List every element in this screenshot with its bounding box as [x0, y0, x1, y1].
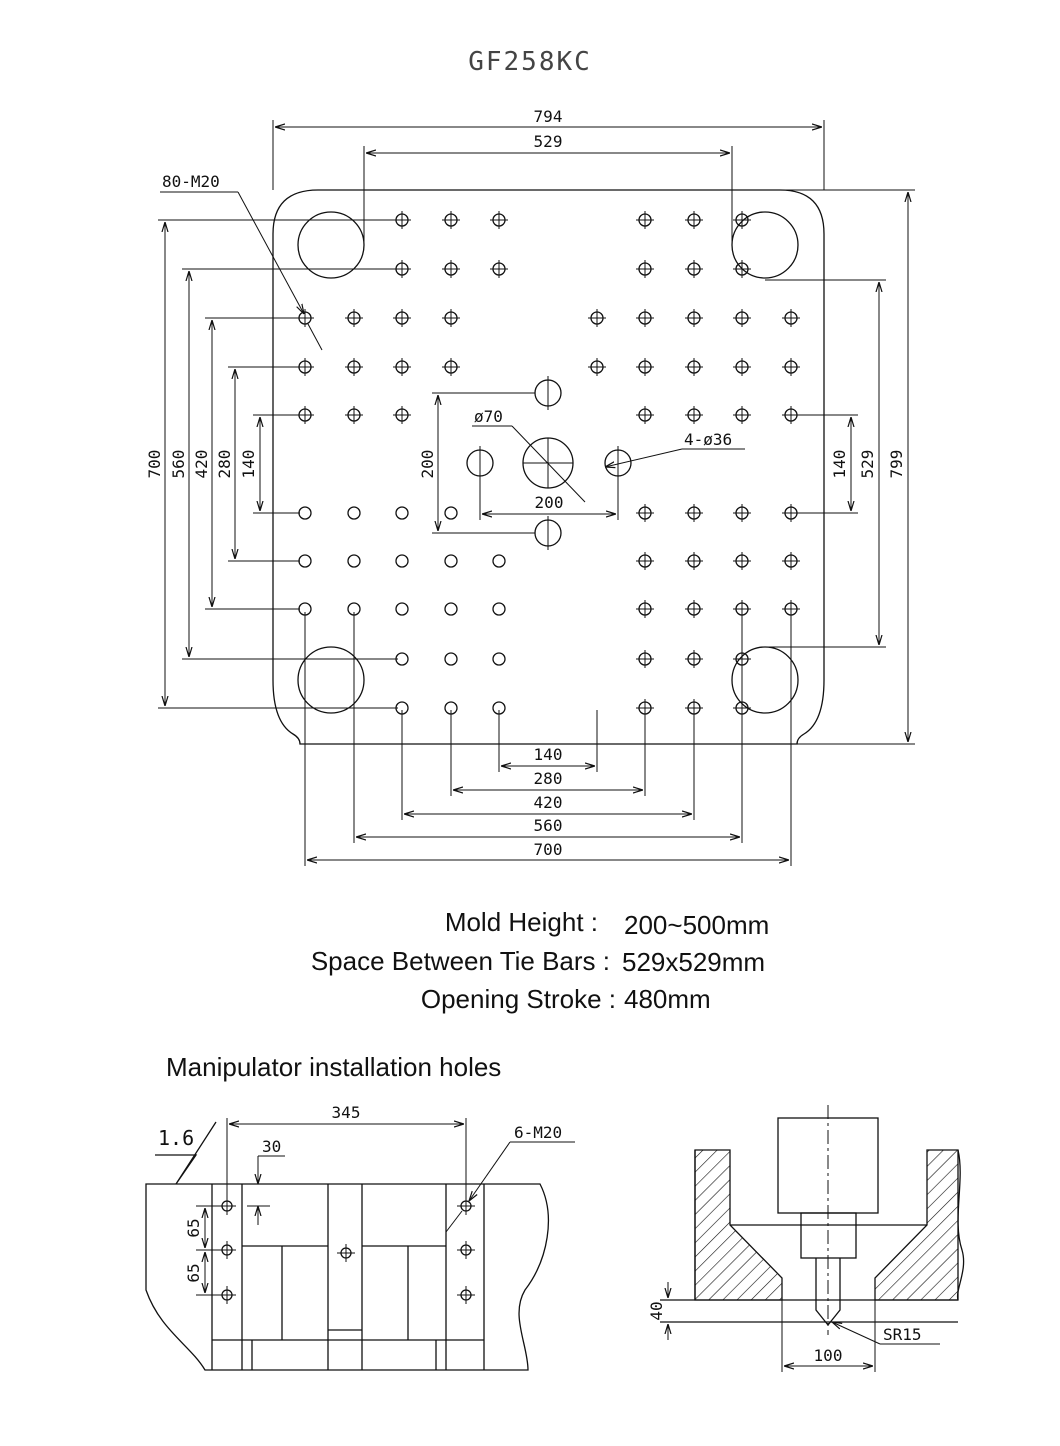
plain-hole	[444, 506, 458, 520]
dim-right-529: 529	[858, 450, 877, 479]
dim-bottom-420: 420	[534, 793, 563, 812]
dim-40: 40	[647, 1301, 666, 1320]
dim-bottom-280: 280	[534, 769, 563, 788]
manipulator-holes	[218, 1197, 475, 1304]
roughness-symbol	[155, 1121, 217, 1185]
dim-100: 100	[814, 1346, 843, 1365]
spec-label-tie-bar-space: Space Between Tie Bars :	[311, 946, 610, 976]
dim-left-140: 140	[239, 450, 258, 479]
spec-label-mold-height: Mold Height :	[445, 907, 598, 937]
dim-left-280: 280	[215, 450, 234, 479]
manipulator-drawing: 1.6 345 30 6-M20 65 65	[145, 1103, 575, 1371]
callout-small-holes: 4-ø36	[684, 430, 732, 449]
tie-bar-bore-bottom-left	[297, 646, 365, 714]
callout-6-m20: 6-M20	[514, 1123, 562, 1142]
platen-dimensions: 794 529 80-M20 700 560 420 280 140	[145, 107, 915, 866]
callout-80-m20-leader	[237, 191, 304, 314]
plain-hole	[492, 554, 506, 568]
dim-bottom-140: 140	[534, 745, 563, 764]
platen	[272, 189, 825, 745]
dim-center-200-v: 200	[418, 450, 437, 479]
drawing-title: GF258KC	[468, 47, 592, 77]
dim-30: 30	[262, 1137, 281, 1156]
plain-hole	[444, 602, 458, 616]
spec-value-opening-stroke: 480mm	[624, 984, 711, 1014]
dim-529-top: 529	[534, 132, 563, 151]
roughness-value: 1.6	[158, 1126, 194, 1150]
plain-hole	[347, 554, 361, 568]
specifications: Mold Height : 200~500mm Space Between Ti…	[311, 907, 769, 1014]
dim-left-420: 420	[192, 450, 211, 479]
dim-left-700: 700	[145, 450, 164, 479]
callout-6-m20-leader	[469, 1141, 511, 1201]
plain-hole	[395, 554, 409, 568]
plain-hole	[492, 652, 506, 666]
dim-65-a: 65	[184, 1218, 203, 1237]
dim-794: 794	[534, 107, 563, 126]
callout-sr15: SR15	[883, 1325, 922, 1344]
plain-hole	[298, 554, 312, 568]
callout-80-m20: 80-M20	[162, 172, 220, 191]
plain-hole	[395, 506, 409, 520]
callout-80-m20-tail	[307, 323, 323, 351]
spec-value-mold-height: 200~500mm	[624, 910, 769, 940]
spec-value-tie-bar-space: 529x529mm	[622, 947, 765, 977]
tie-bar-bore-top-left	[297, 211, 365, 279]
plain-hole	[347, 506, 361, 520]
callout-sr15-leader	[832, 1322, 881, 1345]
manipulator-plate-outline	[145, 1183, 550, 1371]
dim-left-560: 560	[169, 450, 188, 479]
callout-small-holes-leader	[605, 448, 683, 467]
dim-345: 345	[332, 1103, 361, 1122]
callout-6-m20-tail	[445, 1210, 463, 1233]
dim-right-140: 140	[830, 450, 849, 479]
plain-hole	[444, 554, 458, 568]
callout-center-bore: ø70	[474, 407, 503, 426]
dim-bottom-560: 560	[534, 816, 563, 835]
plain-hole	[298, 506, 312, 520]
dim-right-799: 799	[887, 450, 906, 479]
nozzle-section: 40 100 SR15	[647, 1105, 965, 1372]
manipulator-heading: Manipulator installation holes	[166, 1052, 501, 1082]
plain-hole	[492, 602, 506, 616]
spec-label-opening-stroke: Opening Stroke :	[421, 984, 616, 1014]
plain-hole	[444, 652, 458, 666]
plain-hole	[395, 602, 409, 616]
dim-bottom-700: 700	[534, 840, 563, 859]
callout-center-bore-leader	[511, 425, 586, 503]
section-break-right	[956, 1149, 965, 1301]
dim-65-b: 65	[184, 1263, 203, 1282]
dim-center-200-h: 200	[535, 493, 564, 512]
